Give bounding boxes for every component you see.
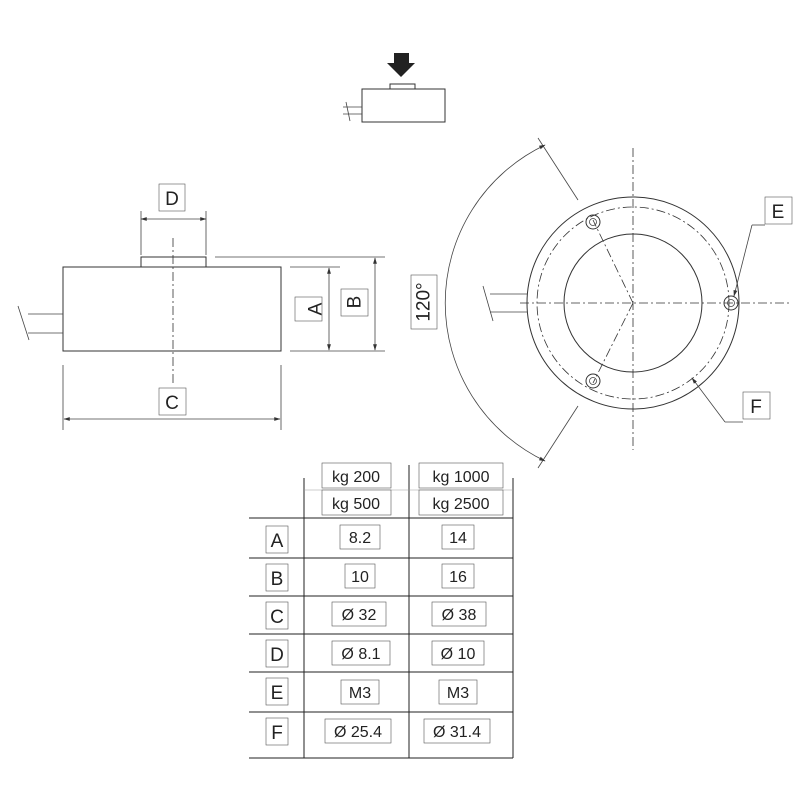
mounting-hole <box>585 373 601 389</box>
svg-text:Ø 38: Ø 38 <box>442 607 477 624</box>
svg-text:Ø 32: Ø 32 <box>342 607 377 624</box>
load-direction-icon <box>343 53 446 123</box>
svg-text:kg 200: kg 200 <box>332 469 380 486</box>
dimension-table: kg 200 kg 500 kg 1000 kg 2500 A 8.2 14 B… <box>249 462 514 759</box>
svg-text:D: D <box>270 645 284 666</box>
table-row: A 8.2 14 <box>265 524 475 554</box>
svg-text:14: 14 <box>449 530 467 547</box>
header-col-1: kg 200 kg 500 <box>321 462 392 516</box>
callout-f-label: F <box>750 397 762 418</box>
svg-text:16: 16 <box>449 569 467 586</box>
svg-text:kg 1000: kg 1000 <box>433 469 490 486</box>
svg-text:Ø 31.4: Ø 31.4 <box>433 724 481 741</box>
mounting-hole <box>585 214 601 230</box>
dim-d-box <box>158 183 186 212</box>
angle-label: 120° <box>414 282 435 321</box>
svg-text:C: C <box>270 607 284 628</box>
svg-text:10: 10 <box>351 569 369 586</box>
dim-a-label: A <box>306 302 327 315</box>
svg-text:Ø 25.4: Ø 25.4 <box>334 724 382 741</box>
table-row: E M3 M3 <box>265 677 478 706</box>
svg-text:E: E <box>271 683 284 704</box>
angle-arc <box>444 144 546 462</box>
header-col-2: kg 1000 kg 2500 <box>418 462 504 516</box>
table-row: F Ø 25.4 Ø 31.4 <box>265 717 491 746</box>
side-view: D A B C <box>17 183 385 430</box>
top-view: 120° E F <box>410 137 793 469</box>
mini-load-cell-body <box>361 88 446 123</box>
dim-b-label: B <box>345 296 366 309</box>
dim-d-label: D <box>165 189 179 210</box>
svg-text:M3: M3 <box>447 685 469 702</box>
mounting-hole <box>723 295 739 311</box>
mini-load-button <box>389 83 416 90</box>
svg-text:F: F <box>271 723 283 744</box>
svg-text:kg 2500: kg 2500 <box>433 496 490 513</box>
table-row: B 10 16 <box>265 563 475 592</box>
svg-text:Ø 8.1: Ø 8.1 <box>341 646 380 663</box>
svg-text:M3: M3 <box>349 685 371 702</box>
table-row: D Ø 8.1 Ø 10 <box>265 639 485 668</box>
svg-text:A: A <box>271 531 284 552</box>
svg-text:B: B <box>271 569 284 590</box>
callout-e-label: E <box>772 202 785 223</box>
svg-text:8.2: 8.2 <box>349 530 371 547</box>
svg-text:kg 500: kg 500 <box>332 496 380 513</box>
down-arrow-icon <box>387 53 415 77</box>
table-row: C Ø 32 Ø 38 <box>265 601 487 630</box>
svg-text:Ø 10: Ø 10 <box>441 646 476 663</box>
load-button <box>140 256 207 268</box>
dim-c-label: C <box>165 393 179 414</box>
load-cell-body <box>62 266 282 352</box>
